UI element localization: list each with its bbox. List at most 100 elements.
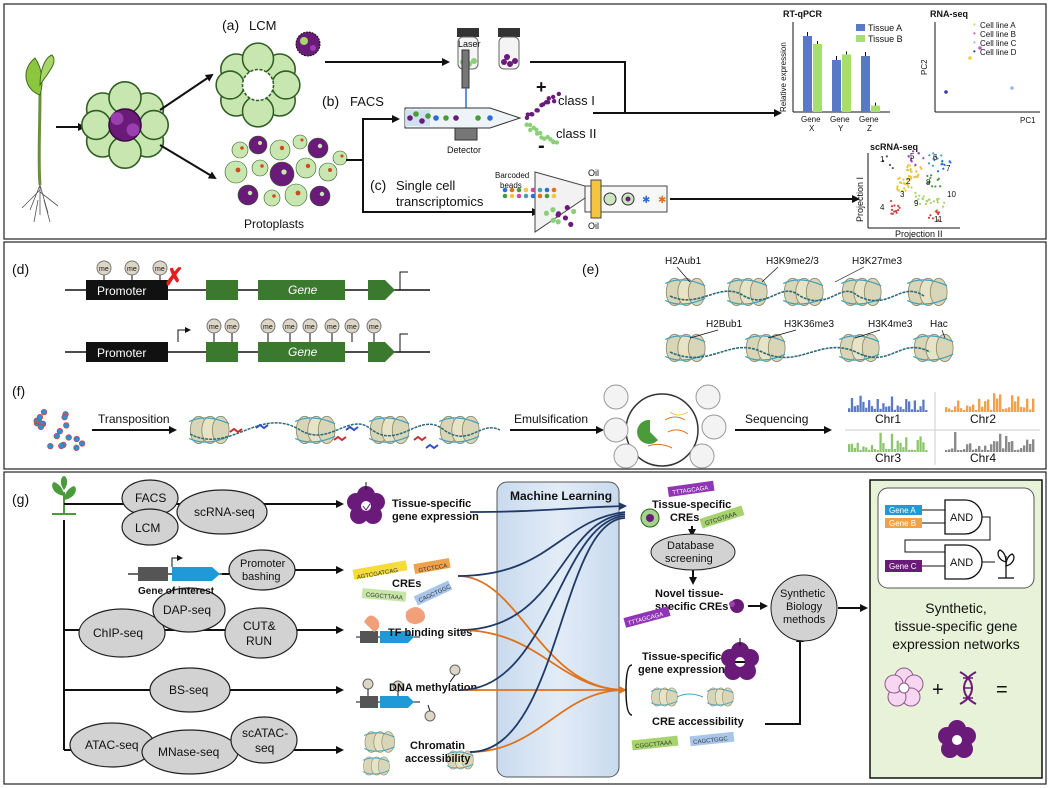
coverage-peak	[987, 399, 990, 412]
coverage-peak	[987, 449, 990, 452]
scrnaseq-point	[907, 175, 911, 178]
barcoded-bead	[551, 193, 557, 199]
coverage-peak	[1002, 448, 1005, 452]
plus-electrode: +	[536, 77, 547, 97]
svg-text:✱: ✱	[642, 195, 650, 206]
coverage-peak	[888, 406, 891, 412]
scrnaseq-xlabel: Projection II	[895, 229, 943, 239]
method-ellipses	[69, 479, 298, 775]
scrnaseq-point	[907, 164, 910, 167]
protoplast-cell	[307, 137, 329, 159]
dnameth-label: DNA methylation	[389, 682, 477, 694]
coverage-peak	[916, 409, 919, 412]
scrnaseq-point	[922, 157, 925, 160]
scrnaseq-point	[904, 182, 907, 186]
scrnaseq-cluster-label: 2	[906, 177, 911, 186]
coverage-peak	[896, 405, 899, 412]
scrnaseq-point	[917, 152, 920, 155]
single-cell	[550, 207, 556, 213]
scrnaseq-point	[936, 199, 939, 202]
coverage-peak	[896, 440, 899, 452]
scrnaseq-point	[932, 200, 936, 203]
coverage-peak	[905, 437, 908, 452]
class-i-droplet	[525, 112, 530, 117]
coverage-peak	[870, 406, 874, 412]
barcoded-bead	[516, 187, 522, 193]
class-ii-droplet	[538, 130, 543, 136]
scrnaseq-point	[902, 178, 905, 181]
rnaseq-point	[978, 46, 982, 50]
coverage-peak	[1014, 401, 1017, 412]
barcoded-bead	[502, 193, 508, 199]
tscre-label-1: Tissue-specific	[652, 499, 731, 511]
method-scatac-2: seq	[255, 741, 274, 755]
out-tag-4	[631, 735, 679, 751]
coverage-peak	[972, 449, 975, 452]
arrow-to-lcm	[159, 73, 214, 111]
facs-cell	[475, 115, 481, 121]
coverage-peak	[1002, 409, 1005, 412]
scrnaseq-point	[927, 216, 931, 219]
rnaseq-legend-entry: Cell line D	[980, 48, 1017, 57]
arrow-protoplasts-to-sc	[346, 159, 540, 216]
protoplast-cell	[269, 139, 291, 161]
protoplast-cell	[251, 159, 269, 177]
histone-mark-label: H3K4me3	[868, 319, 913, 330]
protoplast-nucleus	[319, 191, 325, 197]
rtqpcr-x-tick-gene: Gene	[801, 115, 821, 124]
equals-sign: =	[996, 679, 1008, 701]
histone-mark-label: Hac	[930, 319, 948, 330]
lcm-captured-tissue	[295, 31, 321, 57]
rtqpcr-bar-tissue-a	[803, 36, 812, 112]
coverage-peak	[1011, 441, 1014, 452]
protoplast-nucleus	[340, 154, 344, 158]
histone-nucleosome-arrays	[664, 277, 954, 363]
methyl-ball	[224, 318, 240, 334]
scrnaseq-point	[910, 157, 913, 160]
scrnaseq-cluster-label: 11	[934, 215, 943, 224]
tf-binding-icon	[356, 607, 425, 643]
scrnaseq-point	[896, 185, 899, 188]
panel-f-letter: (f)	[12, 383, 25, 399]
logic-circuit	[885, 499, 1015, 580]
scrnaseq-point	[928, 180, 931, 183]
scrnaseq-point	[948, 160, 951, 163]
nucleosome	[664, 277, 706, 307]
scrnaseq-cluster-label: 6	[933, 153, 938, 162]
rnaseq-title: RNA-seq	[930, 9, 968, 19]
barcoded-bead	[551, 187, 557, 193]
transposase-particle	[63, 422, 70, 429]
promoter-label-2: Promoter	[97, 346, 146, 360]
coverage-peak	[948, 408, 951, 412]
methyl-ball	[152, 260, 168, 276]
rnaseq-point	[968, 56, 972, 60]
scrnaseq-point	[916, 176, 919, 179]
scrnaseq-point	[940, 163, 943, 166]
class-i-droplet	[551, 99, 557, 104]
scrnaseq-point	[890, 208, 894, 211]
scrnaseq-point	[933, 159, 936, 162]
scrnaseq-point	[934, 185, 937, 188]
tn5-adapter	[255, 423, 269, 430]
protoplast-nucleus	[240, 146, 244, 150]
synbio-circle	[770, 574, 838, 642]
histone-linker-dna	[669, 346, 931, 359]
methyl-ball	[344, 318, 360, 334]
rtqpcr-bar-tissue-a	[861, 56, 870, 112]
tscre-label-2: CREs	[670, 512, 699, 524]
scrnaseq-ylabel: Projection I	[855, 177, 865, 222]
protoplast-cell	[231, 141, 249, 159]
out-tag-5	[689, 731, 735, 747]
synbio-label-1: Synthetic	[780, 588, 826, 600]
coverage-peak	[885, 406, 888, 412]
out-tag-2	[699, 505, 745, 529]
scrnaseq-point	[909, 168, 912, 171]
chromosome-peak-tracks	[848, 393, 1035, 452]
methyl-ball	[124, 260, 140, 276]
scrnaseq-point	[941, 205, 945, 208]
coverage-peak	[888, 448, 891, 452]
coverage-peak	[969, 443, 972, 452]
coverage-peak	[1011, 395, 1014, 412]
protoplast-cell	[318, 162, 338, 182]
